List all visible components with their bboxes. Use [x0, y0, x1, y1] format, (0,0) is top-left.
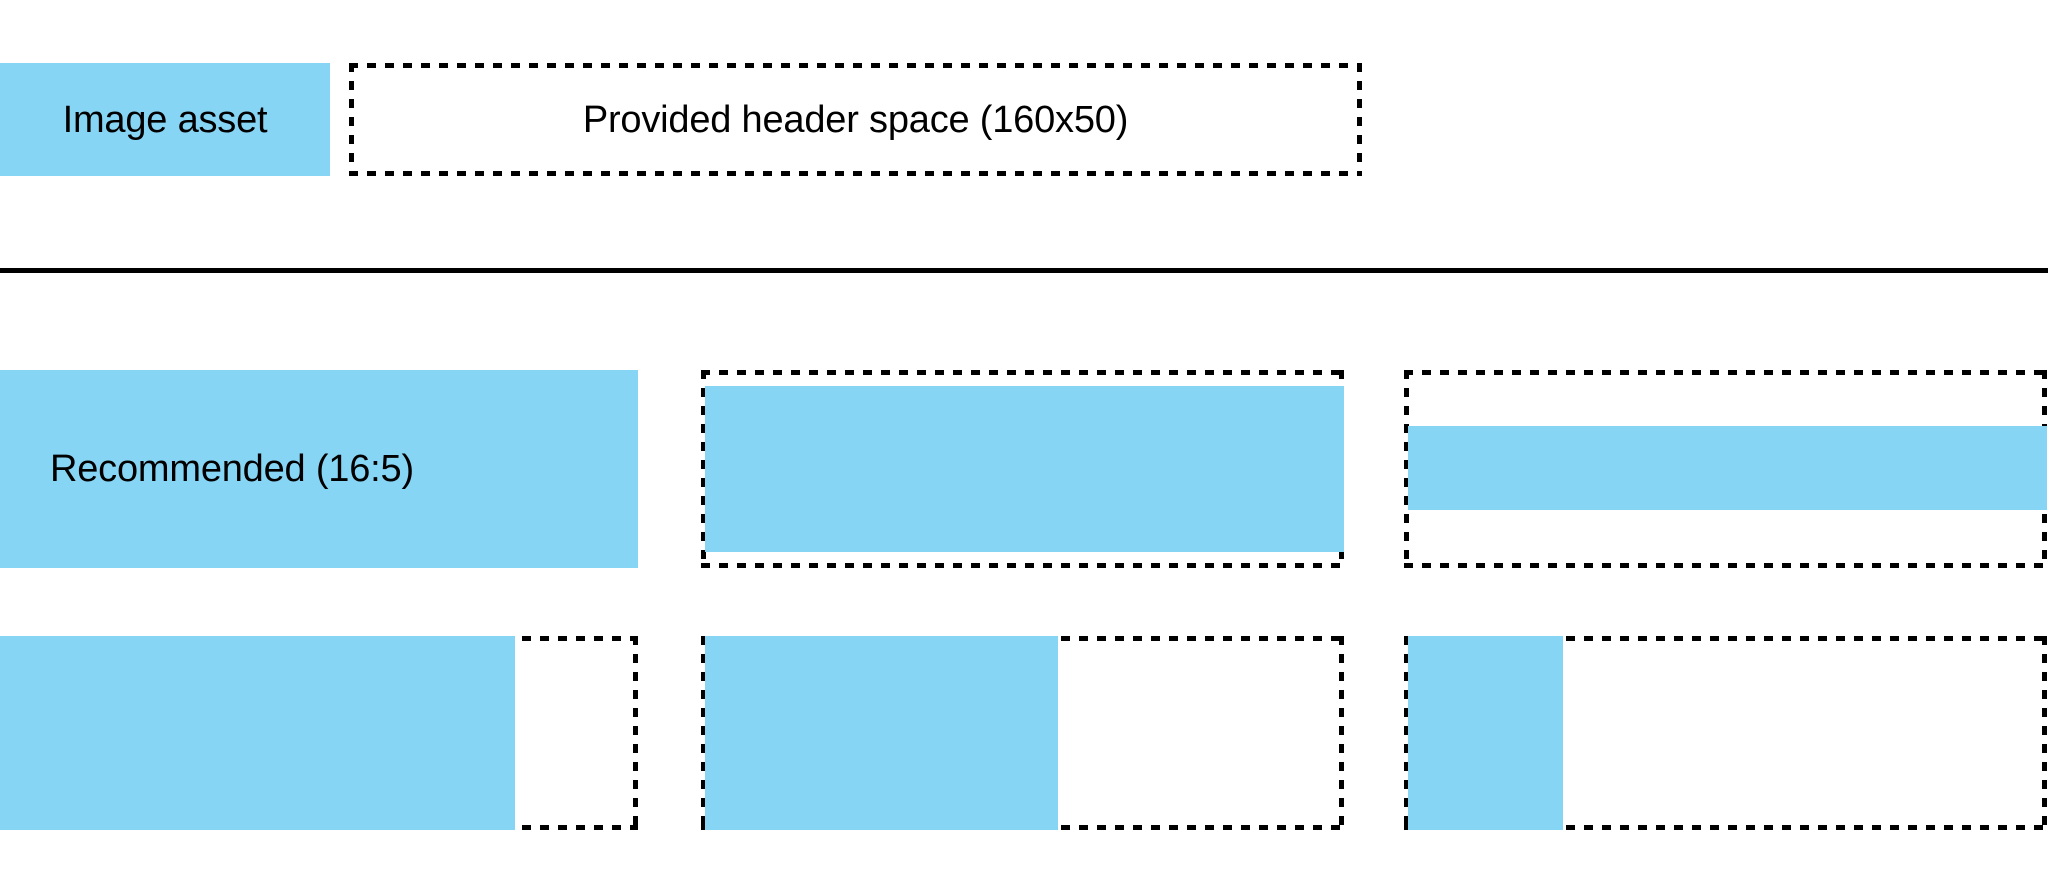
ratio-fill-left-24 — [1408, 636, 1563, 830]
header-row: Image asset Provided header space (160x5… — [0, 63, 2048, 176]
ratio-fill-left-80 — [0, 636, 515, 830]
image-asset-swatch: Image asset — [0, 63, 330, 176]
section-divider — [0, 268, 2048, 273]
image-asset-label: Image asset — [62, 98, 268, 141]
ratio-fill-left-55 — [705, 636, 1058, 830]
ratio-cell-wide-inset-fill — [701, 370, 1344, 568]
recommended-ratio-label: Recommended (16:5) — [50, 448, 414, 490]
ratio-cell-medium-left-fill — [701, 636, 1344, 830]
ratio-cell-narrow-left-fill — [1404, 636, 2047, 830]
provided-header-space-box: Provided header space (160x50) — [349, 63, 1362, 176]
ratio-fill-center-strip — [1408, 426, 2047, 510]
ratio-cell-short-strip-fill — [1404, 370, 2047, 568]
ratio-cell-recommended-16-5: Recommended (16:5) — [0, 370, 638, 568]
ratio-fill-inset-vertical — [705, 386, 1344, 552]
ratio-cell-wide-left-fill — [0, 636, 638, 830]
provided-header-space-label: Provided header space (160x50) — [582, 98, 1129, 141]
ratio-fill-full — [0, 370, 638, 568]
